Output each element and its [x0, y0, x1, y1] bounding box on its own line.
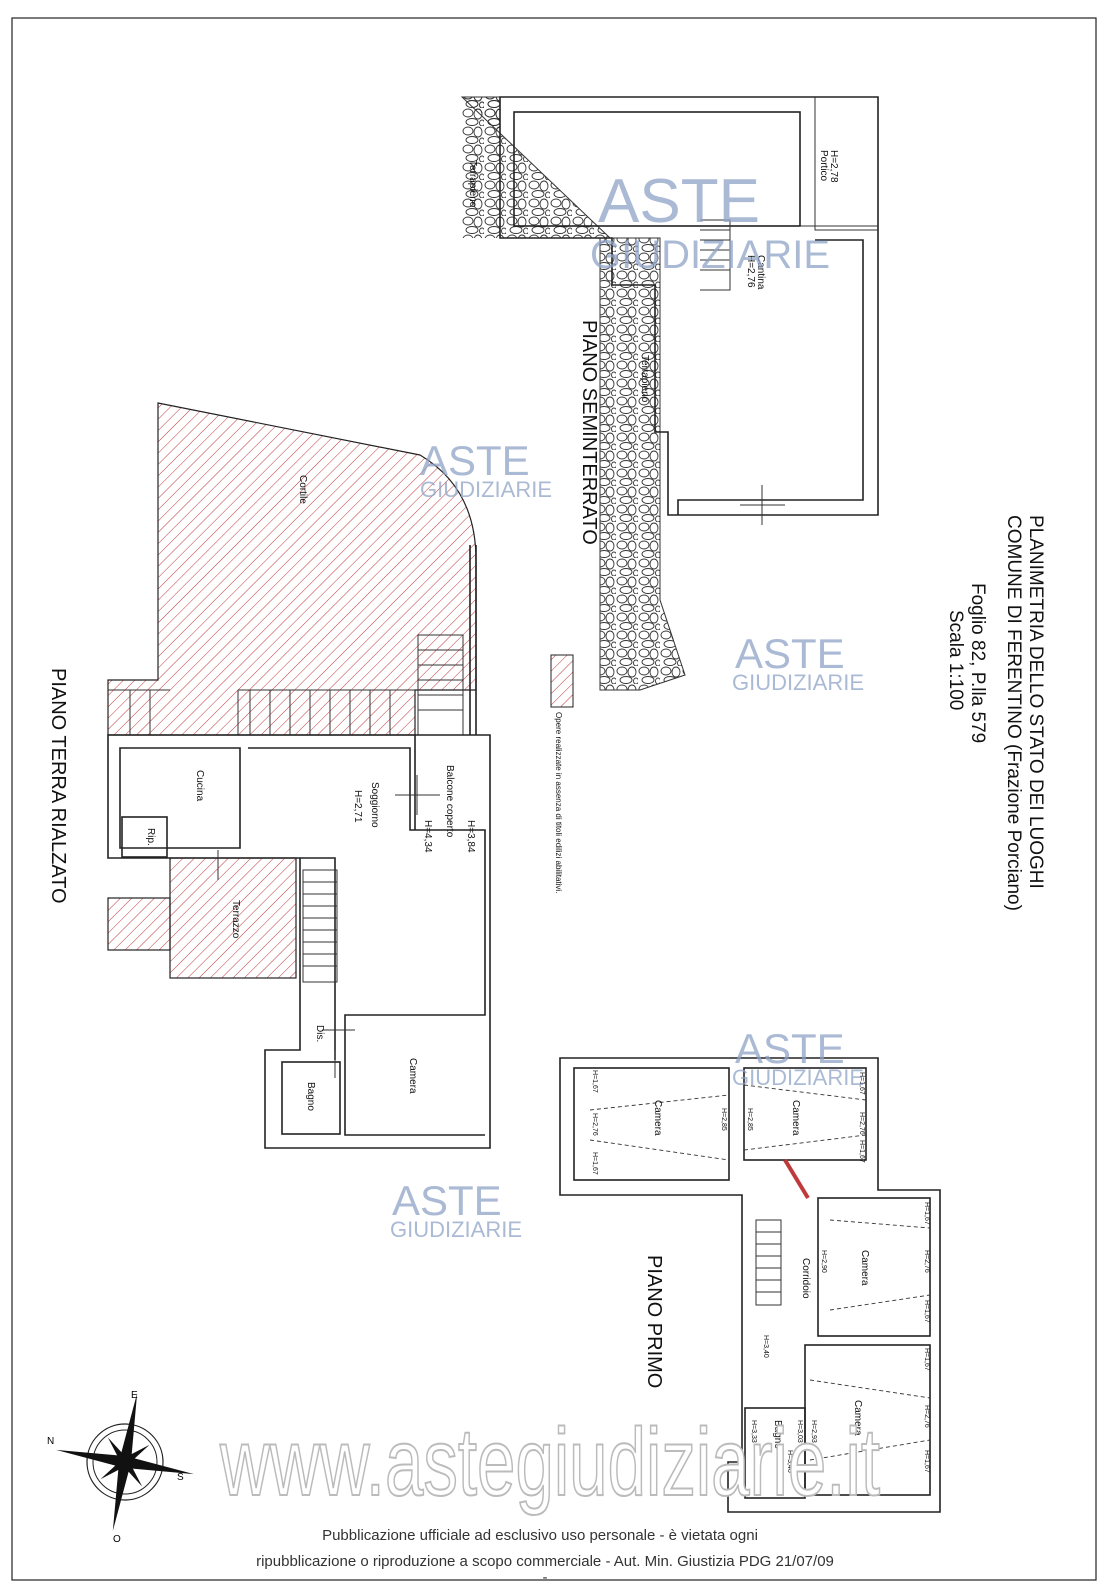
room-label-ripostiglio: Rip.: [145, 828, 156, 846]
watermark-aste: ASTE: [392, 1177, 502, 1224]
floor-title-terra: PIANO TERRA RIALZATO: [47, 668, 69, 904]
watermark-logo: ASTE GIUDIZIARIE: [420, 437, 552, 502]
title-block: PLANIMETRIA DELLO STATO DEI LUOGHI COMUN…: [945, 515, 1046, 911]
height-label: H=2,76: [858, 1112, 865, 1135]
legend-swatch: [550, 654, 574, 708]
height-label: H=1,67: [923, 1300, 930, 1323]
room-label-cortile: Cortile: [297, 475, 308, 504]
piano-terra-plan: Cucina Rip. Soggiorno H=2,71 Balcone cop…: [47, 402, 491, 1149]
room-label-balcone: Balcone coperto: [444, 765, 455, 838]
room-height-balcone: H=3,84: [465, 820, 476, 853]
room-label-camera: Camera: [407, 1058, 418, 1094]
piano-primo-plan: Camera Camera Camera Camera Corridoio Ba…: [559, 1057, 941, 1513]
steps-hatched-area: [107, 897, 171, 951]
terrapieno-label: Terrapieno: [639, 355, 650, 403]
footer-line-2: ripubblicazione o riproduzione a scopo c…: [256, 1553, 834, 1570]
compass-rose-icon: N S E O: [47, 1390, 194, 1545]
watermark-aste: ASTE: [735, 630, 845, 677]
watermark-logo: ASTE GIUDIZIARIE: [732, 1025, 864, 1090]
room-label-camera: Camera: [790, 1100, 801, 1136]
height-label: H=2,85: [720, 1108, 727, 1131]
title-line-1: PLANIMETRIA DELLO STATO DEI LUOGHI: [1025, 515, 1046, 889]
watermark-aste: ASTE: [420, 437, 530, 484]
page-frame: [11, 17, 1097, 1581]
compass-o: O: [113, 1534, 121, 1545]
room-label-soggiorno: Soggiorno: [369, 782, 380, 828]
room-label-camera: Camera: [852, 1400, 863, 1436]
watermark-giudiziarie: GIUDIZIARIE: [732, 670, 864, 695]
room-height-soggiorno: H=2,71: [352, 790, 363, 823]
room-label-cucina: Cucina: [194, 770, 205, 802]
room-label-bagno: Bagno: [305, 1082, 316, 1111]
height-label: H=1,67: [591, 1070, 598, 1093]
watermark-logo: ASTE GIUDIZIARIE: [390, 1177, 522, 1242]
room-label-cantina: Cantina: [755, 255, 766, 290]
height-label: H=1,67: [923, 1348, 930, 1371]
height-label: H=2,76: [923, 1405, 930, 1428]
height-label: H=3,03: [796, 1420, 803, 1443]
title-line-2: COMUNE DI FERENTINO (Frazione Porciano): [1003, 515, 1024, 911]
height-label: H=2,85: [746, 1108, 753, 1131]
room-label-bagno: Bagno: [772, 1420, 783, 1449]
watermark-giudiziarie: GIUDIZIARIE: [420, 477, 552, 502]
title-line-4: Scala 1:100: [945, 610, 966, 710]
room-height-portico: H=2,78: [828, 150, 839, 183]
watermark-aste: ASTE: [598, 167, 760, 236]
watermark-giudiziarie: GIUDIZIARIE: [732, 1065, 864, 1090]
footer-line-1: Pubblicazione ufficiale ad esclusivo uso…: [322, 1527, 758, 1544]
terrapieno-label: Terrapieno: [467, 160, 478, 208]
height-label: H=3,33: [750, 1420, 757, 1443]
height-label: H=1,67: [591, 1152, 598, 1175]
height-label: H=2,76: [591, 1113, 598, 1136]
watermark-aste: ASTE: [735, 1025, 845, 1072]
compass-n: N: [47, 1436, 54, 1447]
height-label: H=2,90: [820, 1250, 827, 1273]
room-label-terrazzo: Terrazzo: [230, 900, 241, 939]
height-label: H=2,93: [810, 1420, 817, 1443]
height-label: H=1,67: [858, 1140, 865, 1163]
height-label: H=2,76: [923, 1250, 930, 1273]
piano-seminterrato-plan: Portico H=2,78 Cantina H=2,76 Terrapieno…: [460, 96, 879, 691]
height-label: H=1,67: [923, 1450, 930, 1473]
watermark-logo: ASTE GIUDIZIARIE: [590, 167, 830, 277]
room-label-camera: Camera: [859, 1250, 870, 1286]
floor-title-seminterrato: PIANO SEMINTERRATO: [578, 320, 600, 545]
height-label: H=1,67: [858, 1072, 865, 1095]
footer-dash: -: [543, 1569, 548, 1586]
room-height-balcone: H=4,34: [422, 820, 433, 853]
height-label: H=3,40: [762, 1335, 769, 1358]
legend: Opere realizzate in assenza di titoli ed…: [550, 654, 574, 893]
legend-label: Opere realizzate in assenza di titoli ed…: [554, 712, 563, 893]
terrazzo-hatched-area: [169, 857, 297, 979]
compass-e: E: [131, 1390, 138, 1401]
watermark-giudiziarie: GIUDIZIARIE: [590, 233, 830, 277]
room-label-dis: Dis.: [314, 1025, 325, 1042]
room-label-camera: Camera: [652, 1100, 663, 1136]
compass-s: S: [177, 1472, 184, 1483]
height-label: H=1,67: [923, 1202, 930, 1225]
watermark-url: www.astegiudiziarie.it: [219, 1409, 880, 1516]
watermark-giudiziarie: GIUDIZIARIE: [390, 1217, 522, 1242]
room-label-corridoio: Corridoio: [800, 1258, 811, 1299]
room-height-cantina: H=2,76: [745, 255, 756, 288]
height-label: H=3,40: [786, 1450, 793, 1473]
floor-title-primo: PIANO PRIMO: [643, 1255, 665, 1388]
room-label-portico: Portico: [818, 150, 829, 182]
watermark-logo: ASTE GIUDIZIARIE: [732, 630, 864, 695]
title-line-3: Foglio 82, P.lla 579: [967, 583, 988, 743]
